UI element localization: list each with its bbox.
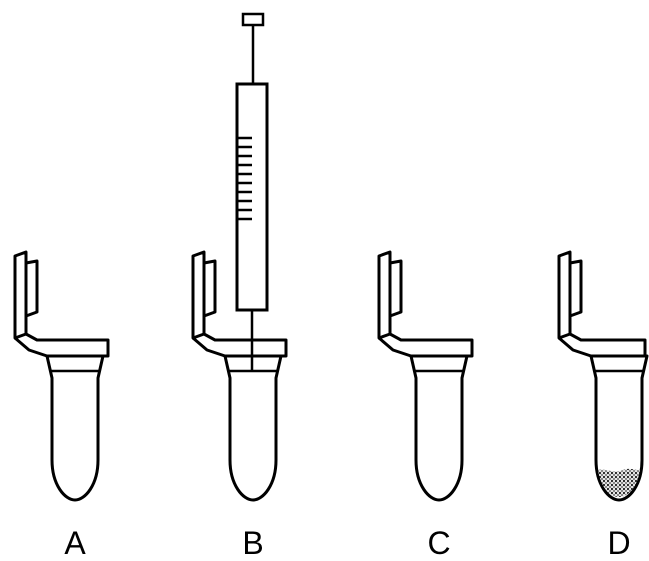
tube-d-lid-tab <box>570 261 581 316</box>
tube-c-lid-tab <box>390 261 401 316</box>
label-a: A <box>64 525 86 561</box>
tube-a-lid <box>15 252 26 338</box>
tube-c-lid <box>379 252 390 338</box>
tube-a <box>15 252 108 500</box>
syringe-plunger-cap <box>243 14 263 25</box>
tube-a-body <box>47 356 103 500</box>
tube-b-lid-tab <box>204 261 215 316</box>
tube-a-hinge <box>15 334 108 356</box>
tube-c-hinge <box>379 334 472 356</box>
tube-d-hinge <box>559 334 647 356</box>
label-d: D <box>607 525 630 561</box>
tube-d-lid <box>559 252 570 338</box>
tube-b-hinge <box>193 334 286 356</box>
syringe-barrel <box>237 84 267 310</box>
tube-a-lid-tab <box>26 261 37 316</box>
syringe <box>237 14 267 370</box>
label-b: B <box>242 525 263 561</box>
tube-c-body <box>411 356 467 500</box>
tube-d-pellet <box>598 469 640 497</box>
label-c: C <box>427 525 450 561</box>
tube-b-body <box>225 356 281 500</box>
tube-b <box>193 14 286 500</box>
tube-d <box>559 252 647 500</box>
tube-b-lid <box>193 252 204 338</box>
tube-c <box>379 252 472 500</box>
